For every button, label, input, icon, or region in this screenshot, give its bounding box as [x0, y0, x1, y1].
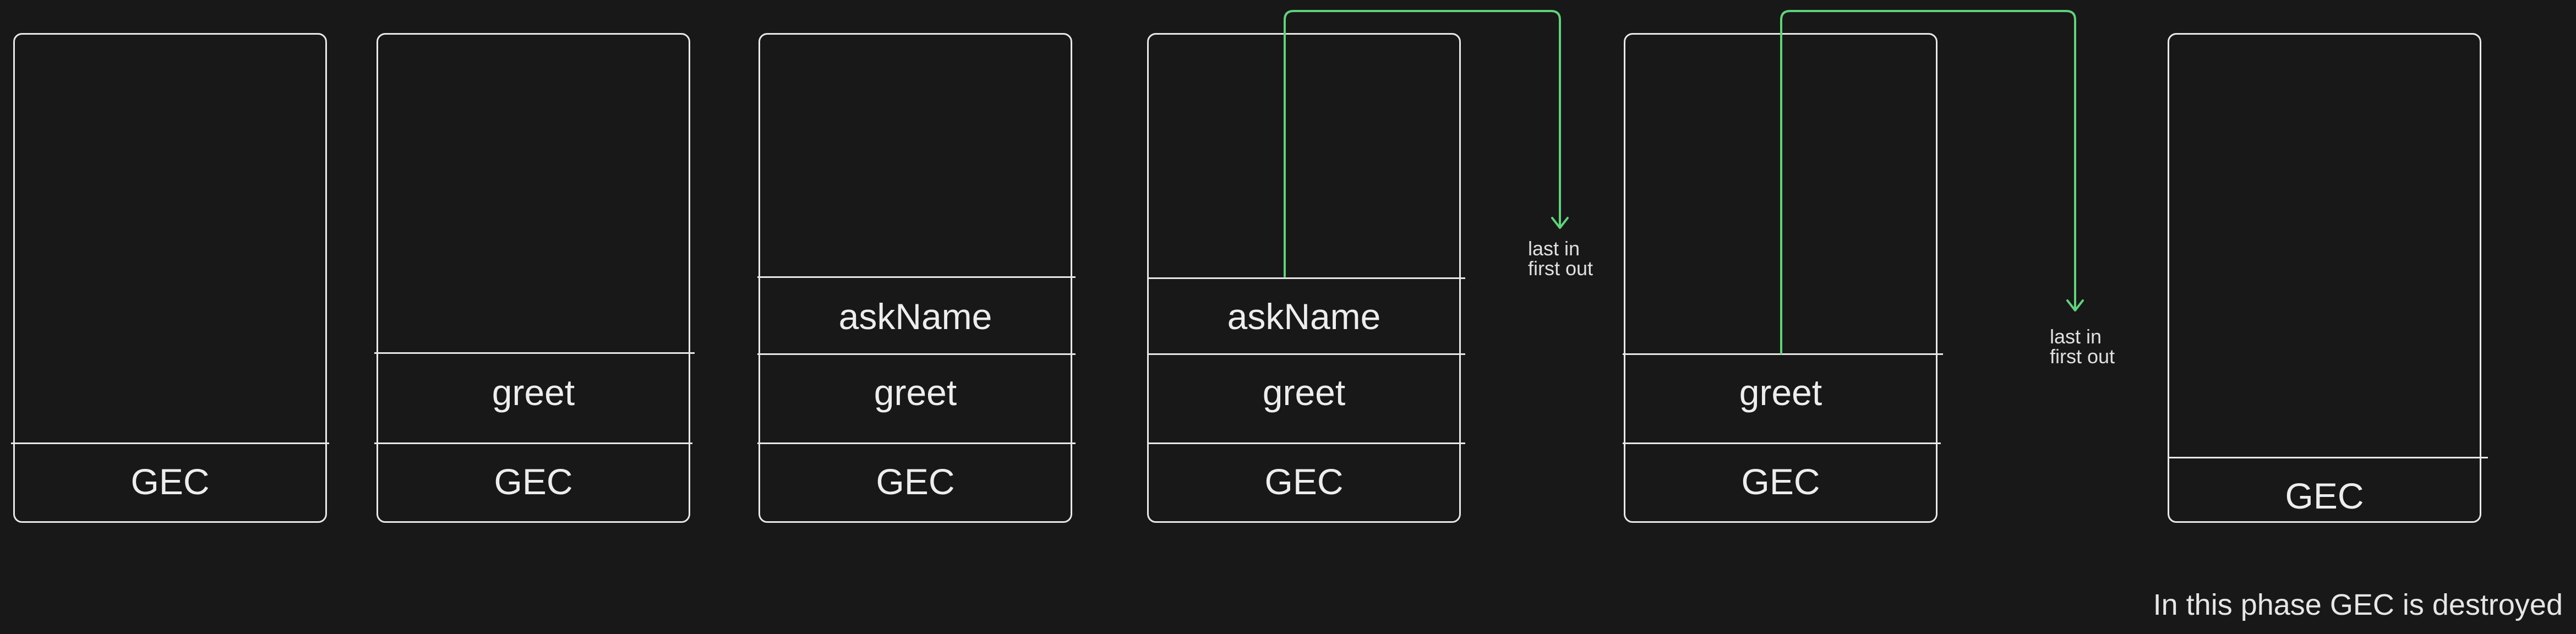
stack-3-divider-askname [757, 276, 1076, 278]
pop-arrow-greet-head [2066, 299, 2084, 311]
stack-2-frame-greet: greet [492, 372, 575, 413]
pop-arrow-askname [1284, 10, 1561, 277]
pop-note-1-line-2: first out [1528, 257, 1593, 280]
pop-arrow-askname-head [1551, 217, 1569, 229]
stack-4-divider-greet [1147, 353, 1465, 355]
stack-4-frame-askname: askName [1227, 296, 1381, 337]
stack-2-frame-gec: GEC [494, 461, 573, 502]
pop-note-1-line-1: last in [1528, 237, 1580, 260]
stack-4-frame-gec: GEC [1264, 461, 1344, 502]
stack-3-frame-gec: GEC [876, 461, 955, 502]
pop-note-1: last in first out [1528, 239, 1593, 278]
stack-5-divider-gec [1623, 442, 1941, 444]
stack-3-frame-greet: greet [874, 372, 957, 413]
stack-5-frame-gec: GEC [1741, 461, 1820, 502]
stack-4-divider-gec [1147, 442, 1465, 444]
stack-3-frame-askname: askName [838, 296, 992, 337]
stack-2-divider-gec [374, 442, 692, 444]
stack-6-divider-gec [2169, 457, 2488, 458]
stack-5-frame-greet: greet [1739, 372, 1822, 413]
stack-1-divider-gec [11, 442, 329, 444]
stack-2 [376, 33, 690, 523]
stack-6 [2168, 33, 2481, 523]
stack-3-divider-gec [757, 442, 1076, 444]
stack-4-frame-greet: greet [1262, 372, 1346, 413]
pop-note-2-line-1: last in [2050, 325, 2102, 348]
pop-note-2-line-2: first out [2050, 345, 2115, 368]
pop-arrow-greet [1780, 10, 2076, 354]
stack-2-divider-greet [374, 352, 695, 354]
stack-3-divider-greet [757, 353, 1076, 355]
stack-1 [13, 33, 327, 523]
stack-4-divider-askname [1147, 277, 1465, 279]
footer-note: In this phase GEC is destroyed [2153, 588, 2563, 621]
stack-3 [758, 33, 1072, 523]
stack-1-frame-gec: GEC [130, 461, 210, 502]
pop-note-2: last in first out [2050, 327, 2115, 367]
stack-5-divider-greet [1623, 353, 1943, 355]
stack-6-frame-gec: GEC [2285, 476, 2364, 516]
